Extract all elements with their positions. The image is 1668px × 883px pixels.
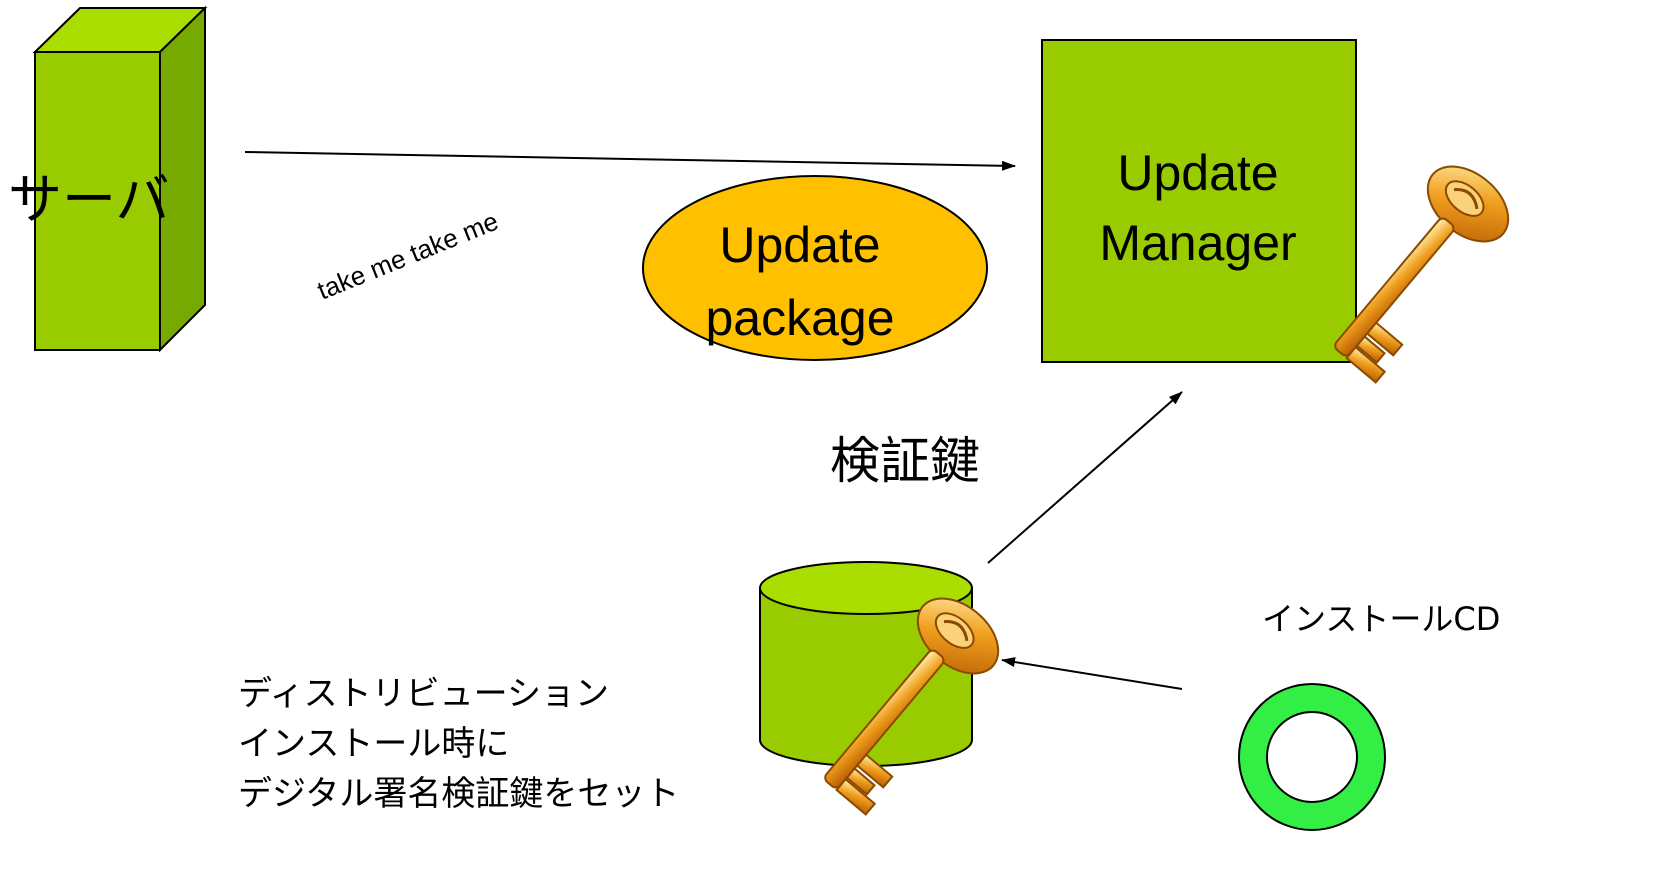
install-arrow	[1001, 657, 1183, 690]
update-package-node: Update package	[642, 175, 988, 361]
download-arrow	[244, 151, 1016, 171]
update-manager-line2: Manager	[1099, 215, 1296, 271]
update-package-line2: package	[705, 290, 894, 346]
update-package-ellipse	[642, 175, 988, 361]
description-line2: インストール時に	[238, 724, 509, 764]
cd-disc-icon	[1238, 683, 1386, 831]
server-label: サーバ	[8, 168, 169, 231]
update-manager-box	[1041, 39, 1357, 363]
server-box-icon	[32, 5, 208, 353]
description-text: ディストリビューション インストール時に デジタル署名検証鍵をセット	[238, 674, 679, 814]
description-line3: デジタル署名検証鍵をセット	[238, 774, 679, 814]
take-me-annotation: take me take me	[313, 206, 502, 306]
update-package-line1: Update	[719, 217, 880, 273]
key-deploy-arrow	[987, 391, 1183, 564]
update-manager-line1: Update	[1117, 145, 1278, 201]
update-manager-node: Update Manager	[1041, 39, 1357, 363]
verification-key-label: 検証鍵	[830, 432, 980, 490]
install-cd-label: インストールCD	[1262, 600, 1500, 638]
description-line1: ディストリビューション	[238, 674, 609, 714]
